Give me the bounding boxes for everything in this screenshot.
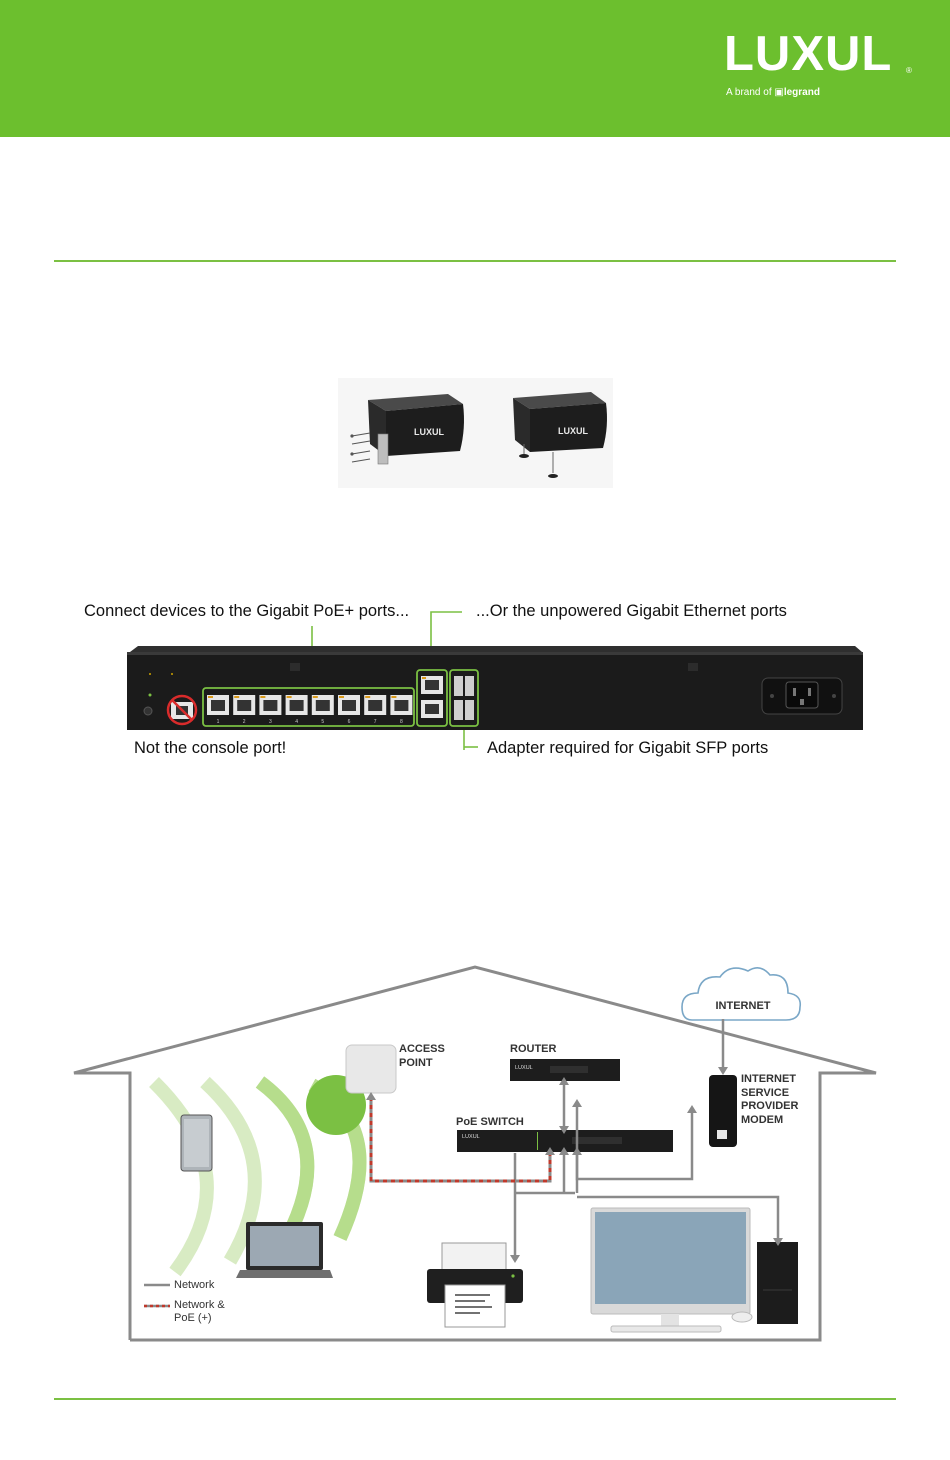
access-point-label-line: ACCESS <box>399 1043 445 1055</box>
poe-port-group <box>202 687 415 727</box>
port-number-label: 2 <box>243 719 246 725</box>
poe-port: 8 <box>390 695 413 725</box>
unit-logo-left: LUXUL <box>414 427 444 437</box>
legrand-icon: ▣ <box>774 87 784 98</box>
legend-poe-label-line: PoE (+) <box>174 1312 212 1324</box>
poe-port: 3 <box>259 695 282 725</box>
callout-ethernet-ports: ...Or the unpowered Gigabit Ethernet por… <box>476 602 787 620</box>
poe-switch-label: PoE SWITCH <box>456 1116 524 1128</box>
internet-cloud-icon <box>681 967 802 1021</box>
poe-switch-logo: LUXUL <box>462 1134 480 1140</box>
switch-chassis <box>127 652 863 730</box>
sfp-port <box>454 700 463 720</box>
modem-icon <box>709 1075 737 1147</box>
callout-console-port: Not the console port! <box>134 739 287 757</box>
access-point-label: ACCESS POINT <box>399 1043 445 1070</box>
poe-ports: 1 2 3 4 5 6 7 8 <box>207 695 413 725</box>
poe-port: 2 <box>233 695 256 725</box>
network-connections <box>513 1019 780 1255</box>
port-number-label: 8 <box>400 719 403 725</box>
port-number-label: 3 <box>269 719 272 725</box>
access-point-label-line: POINT <box>399 1056 433 1069</box>
modem-label-line: SERVICE <box>741 1086 790 1099</box>
poe-switch-icon <box>457 1130 673 1152</box>
luxul-logo: LUXUL ® A brand of ▣legrand <box>724 30 924 110</box>
printer-icon <box>427 1242 523 1328</box>
ethernet-port-group <box>416 669 448 727</box>
network-diagram: INTERNET LUXUL LUXUL <box>73 965 877 1342</box>
access-point-icon <box>345 1044 397 1094</box>
top-divider <box>54 260 896 262</box>
legend-poe-label: Network & PoE (+) <box>174 1299 225 1325</box>
laptop-icon <box>236 1222 333 1278</box>
modem-label-line: PROVIDER <box>741 1100 799 1112</box>
poe-port: 7 <box>364 695 387 725</box>
internet-label: INTERNET <box>716 1000 771 1012</box>
poe-port: 4 <box>285 695 308 725</box>
poe-port: 6 <box>338 695 360 725</box>
desk-mount-unit: LUXUL <box>513 392 607 478</box>
logo-wordmark: LUXUL <box>724 27 893 81</box>
port-number-label: 1 <box>217 719 220 725</box>
logo-tagline: A brand of ▣legrand <box>726 87 820 98</box>
no-console-icon <box>166 694 198 726</box>
tagline-prefix: A brand of <box>726 87 772 98</box>
switch-front-panel: 1 2 3 4 5 6 7 8 <box>127 611 863 750</box>
desktop-tower-icon <box>757 1242 798 1324</box>
registered-mark: ® <box>906 66 912 75</box>
modem-label: INTERNET SERVICE PROVIDER MODEM <box>741 1073 798 1127</box>
legend-poe-label-line: Network & <box>174 1299 225 1311</box>
poe-port: 1 <box>207 695 229 725</box>
sfp-port-group <box>449 669 479 727</box>
sfp-port <box>465 700 474 720</box>
modem-label-line: MODEM <box>741 1113 784 1126</box>
port-number-label: 6 <box>348 719 351 725</box>
port-number-label: 4 <box>295 719 298 725</box>
modem-label-line: INTERNET <box>741 1073 796 1085</box>
port-number-label: 5 <box>321 719 324 725</box>
callout-poe-ports: Connect devices to the Gigabit PoE+ port… <box>84 602 410 620</box>
legend-network-label: Network <box>174 1279 215 1291</box>
poe-port: 5 <box>311 695 334 725</box>
mounting-figure: LUXUL LUXUL <box>338 378 613 488</box>
header-banner: LUXUL ® A brand of ▣legrand <box>0 0 950 137</box>
tagline-brand: legrand <box>783 87 820 98</box>
wall-mount-unit: LUXUL <box>350 394 464 465</box>
port-number-label: 7 <box>374 719 377 725</box>
router-logo: LUXUL <box>515 1065 533 1071</box>
bottom-divider <box>54 1398 896 1400</box>
desktop-monitor-icon <box>590 1207 753 1333</box>
sfp-port <box>454 676 463 696</box>
callout-sfp-ports: Adapter required for Gigabit SFP ports <box>487 739 769 757</box>
router-label: ROUTER <box>510 1043 557 1055</box>
sfp-port <box>465 676 474 696</box>
unit-logo-right: LUXUL <box>558 426 588 436</box>
